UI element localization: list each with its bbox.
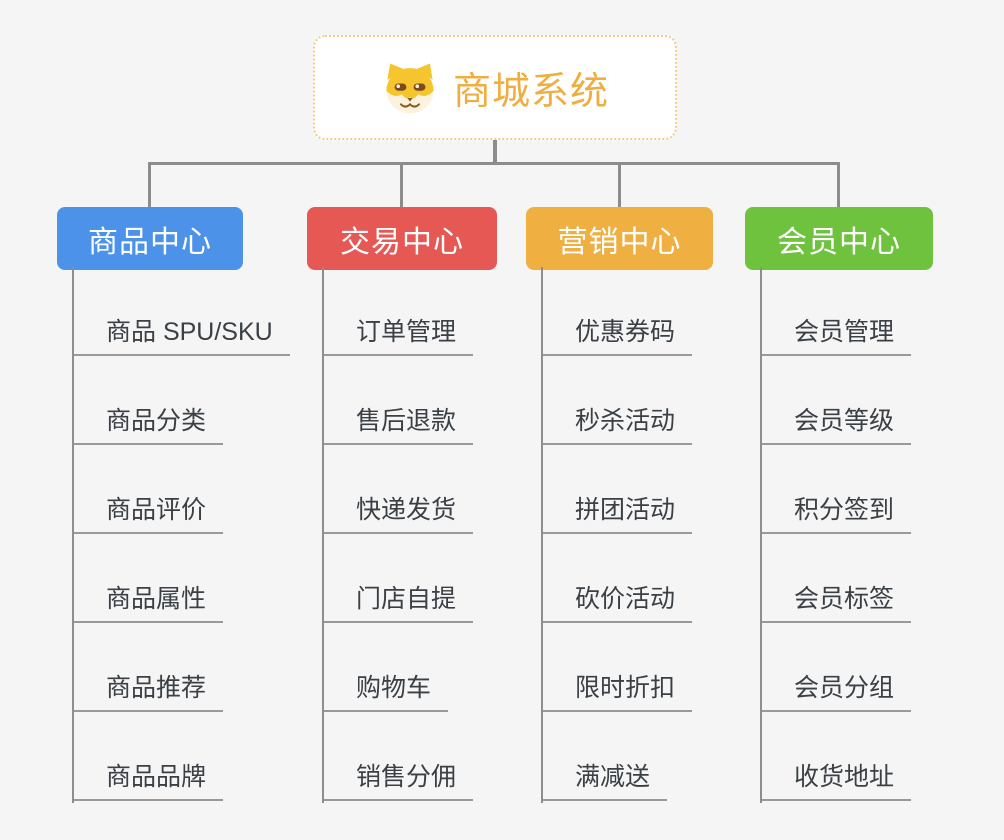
leaf-node[interactable]: 快递发货 xyxy=(322,445,474,534)
branch-node-marketing[interactable]: 营销中心 xyxy=(526,207,713,270)
branch-marketing-subtree: 优惠券码 秒杀活动 拼团活动 砍价活动 限时折扣 满减送 xyxy=(541,267,693,803)
leaf-node[interactable]: 满减送 xyxy=(541,712,668,801)
leaf-node[interactable]: 优惠券码 xyxy=(541,267,693,356)
leaf-node[interactable]: 会员标签 xyxy=(760,534,912,623)
root-title: 商城系统 xyxy=(452,71,609,113)
connector-drop-trade xyxy=(400,165,403,207)
leaf-node[interactable]: 会员分组 xyxy=(760,623,912,712)
connector-vertical-members xyxy=(760,267,762,803)
leaf-node[interactable]: 商品属性 xyxy=(72,534,224,623)
root-node-mall-system[interactable]: 商城系统 xyxy=(313,35,677,140)
leaf-node[interactable]: 订单管理 xyxy=(322,267,474,356)
branch-trade-subtree: 订单管理 售后退款 快递发货 门店自提 购物车 销售分佣 xyxy=(322,267,474,803)
connector-vertical-trade xyxy=(322,267,324,803)
leaf-node[interactable]: 秒杀活动 xyxy=(541,356,693,445)
leaf-node[interactable]: 商品评价 xyxy=(72,445,224,534)
leaf-node[interactable]: 购物车 xyxy=(322,623,449,712)
dog-icon xyxy=(386,63,434,113)
branch-node-products[interactable]: 商品中心 xyxy=(57,207,243,270)
connector-vertical-products xyxy=(72,267,74,803)
branch-node-trade[interactable]: 交易中心 xyxy=(307,207,497,270)
leaf-node[interactable]: 积分签到 xyxy=(760,445,912,534)
leaf-node[interactable]: 商品分类 xyxy=(72,356,224,445)
branch-members-subtree: 会员管理 会员等级 积分签到 会员标签 会员分组 收货地址 xyxy=(760,267,912,803)
leaf-node[interactable]: 会员等级 xyxy=(760,356,912,445)
connector-root-stub xyxy=(493,140,497,163)
leaf-node[interactable]: 收货地址 xyxy=(760,712,912,801)
leaf-node[interactable]: 销售分佣 xyxy=(322,712,474,801)
connector-drop-marketing xyxy=(618,165,621,207)
connector-vertical-marketing xyxy=(541,267,543,803)
connector-drop-products xyxy=(148,165,151,207)
leaf-node[interactable]: 门店自提 xyxy=(322,534,474,623)
leaf-node[interactable]: 限时折扣 xyxy=(541,623,693,712)
branch-node-members[interactable]: 会员中心 xyxy=(745,207,933,270)
leaf-node[interactable]: 商品推荐 xyxy=(72,623,224,712)
connector-horizontal-rail xyxy=(148,162,840,165)
leaf-node[interactable]: 会员管理 xyxy=(760,267,912,356)
leaf-node[interactable]: 售后退款 xyxy=(322,356,474,445)
leaf-node[interactable]: 商品 SPU/SKU xyxy=(72,267,290,356)
leaf-node[interactable]: 拼团活动 xyxy=(541,445,693,534)
leaf-node[interactable]: 商品品牌 xyxy=(72,712,224,801)
connector-drop-members xyxy=(837,165,840,207)
leaf-node[interactable]: 砍价活动 xyxy=(541,534,693,623)
branch-products-subtree: 商品 SPU/SKU 商品分类 商品评价 商品属性 商品推荐 商品品牌 xyxy=(72,267,290,803)
